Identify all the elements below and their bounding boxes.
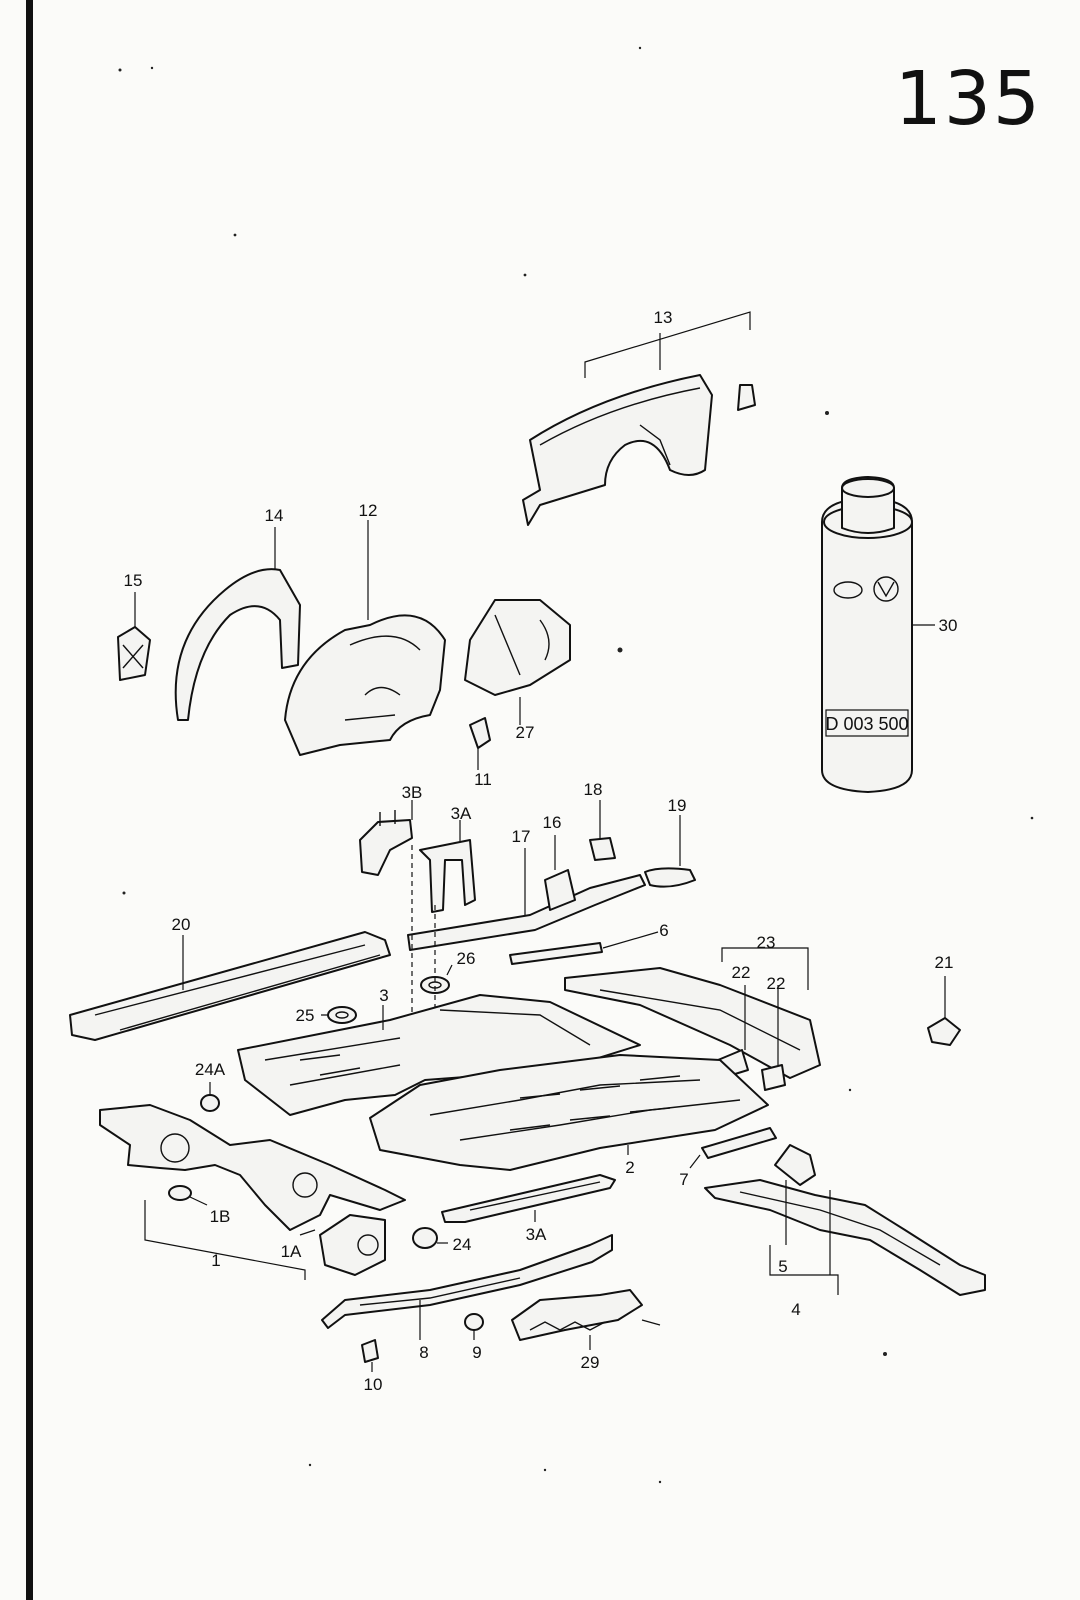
part-1-front-frame	[99, 1104, 406, 1280]
part-3A-lower-rail	[441, 1174, 616, 1223]
callout-1B: 1B	[210, 1207, 231, 1226]
part-24A-bump	[200, 1082, 220, 1112]
callout-11: 11	[474, 770, 492, 789]
callout-7: 7	[679, 1170, 688, 1189]
callout-3A-top: 3A	[451, 804, 472, 823]
part-15-bracket	[117, 592, 151, 681]
callout-24A: 24A	[195, 1060, 226, 1079]
callout-4: 4	[791, 1300, 800, 1319]
binding-edge	[26, 0, 33, 1600]
callout-5: 5	[778, 1257, 787, 1276]
part-3B-3A-brackets	[359, 800, 476, 913]
paper-specks	[118, 46, 1034, 1484]
callout-labels: 13 14 12 15 27 11 30 3B 3A 18 19 16 17 2…	[124, 308, 958, 1394]
part-27-panel	[464, 599, 571, 725]
callout-15: 15	[124, 571, 143, 590]
callout-17: 17	[512, 827, 531, 846]
callout-16: 16	[543, 813, 562, 832]
part-30-sealant-can	[821, 476, 935, 793]
callout-6: 6	[659, 921, 668, 940]
part-23-rear-member	[564, 947, 821, 1091]
part-24-mount	[412, 1227, 448, 1249]
part-10-bolt	[361, 1339, 379, 1372]
part-12-inner-wheelhouse	[284, 520, 446, 756]
callout-3: 3	[379, 986, 388, 1005]
part-29-member	[511, 1289, 661, 1350]
callout-22b: 22	[767, 974, 786, 993]
callout-21: 21	[935, 953, 954, 972]
callout-10: 10	[364, 1375, 383, 1394]
part-7-strip	[689, 1127, 777, 1169]
part-20-sill	[69, 931, 391, 1041]
part-2-main-floor	[369, 1054, 769, 1171]
callout-1: 1	[211, 1251, 220, 1270]
part-13-quarter-panel	[522, 311, 756, 526]
callout-8: 8	[419, 1343, 428, 1362]
callout-20: 20	[172, 915, 191, 934]
part-11-clip	[469, 717, 491, 770]
part-9-nut	[464, 1313, 484, 1340]
callout-18: 18	[584, 780, 603, 799]
part-21-clip	[927, 976, 961, 1046]
callout-30: 30	[939, 616, 958, 635]
callout-23: 23	[757, 933, 776, 952]
page-number: 135	[894, 56, 1042, 142]
part-4-5-rear-longitudinal	[704, 1144, 986, 1296]
callout-22a: 22	[732, 963, 751, 982]
callout-26: 26	[457, 949, 476, 968]
callout-3B: 3B	[402, 783, 423, 802]
callout-29: 29	[581, 1353, 600, 1372]
part-17-cross-rail	[407, 800, 696, 951]
part-14-wheel-arch	[174, 527, 301, 721]
part-6-strip	[509, 931, 659, 965]
callout-19: 19	[668, 796, 687, 815]
callout-24: 24	[453, 1235, 472, 1254]
callout-14: 14	[265, 506, 284, 525]
callout-13: 13	[654, 308, 673, 327]
callout-3A-bottom: 3A	[526, 1225, 547, 1244]
callout-2: 2	[625, 1158, 634, 1177]
callout-1A: 1A	[281, 1242, 302, 1261]
callout-9: 9	[472, 1343, 481, 1362]
callout-12: 12	[359, 501, 378, 520]
callout-27: 27	[516, 723, 535, 742]
part-8-reinforcement	[321, 1234, 613, 1340]
can-label: D 003 500	[825, 714, 908, 734]
callout-25: 25	[296, 1006, 315, 1025]
